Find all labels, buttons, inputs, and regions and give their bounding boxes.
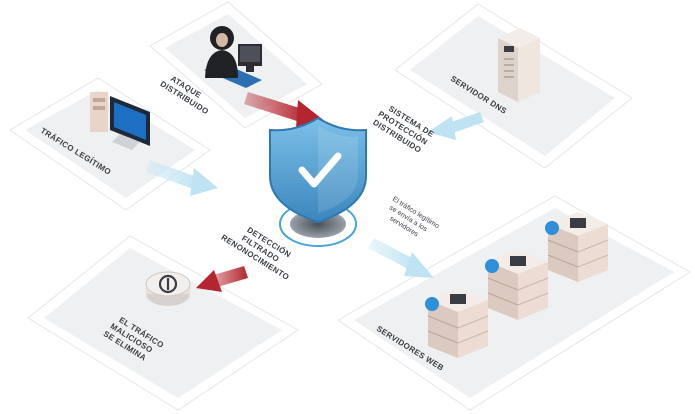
legit-traffic-arrow <box>146 160 218 196</box>
web-server-icon-1 <box>545 212 609 282</box>
dns-query-arrow <box>428 112 484 140</box>
drop-malicious-arrow <box>196 266 248 292</box>
block-icon <box>145 271 191 306</box>
web-server-icon-3 <box>425 288 489 358</box>
legit-computer-icon <box>90 92 150 150</box>
web-server-icon-2 <box>485 250 549 320</box>
dns-server-icon <box>498 28 540 102</box>
protection-shield-icon <box>269 116 367 247</box>
hacker-icon <box>204 26 262 88</box>
forward-legit-arrow <box>368 238 434 278</box>
